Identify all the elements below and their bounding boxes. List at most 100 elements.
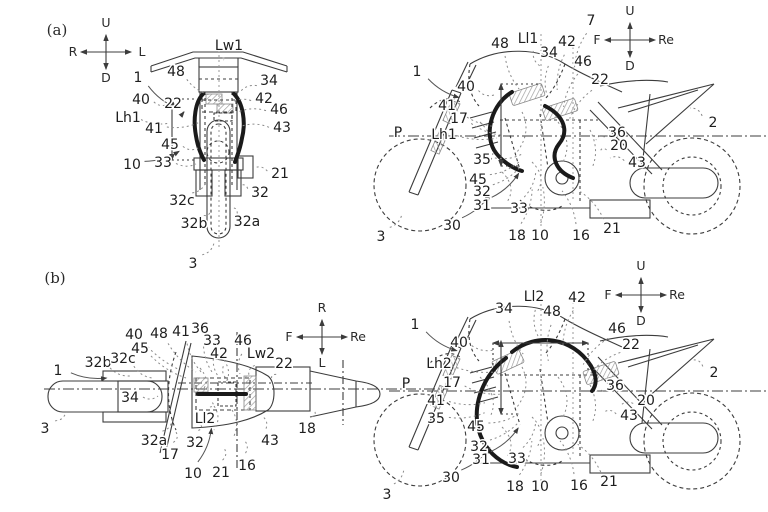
ref-label-32c: 32c [110, 351, 136, 367]
compass-letter-D: D [625, 58, 635, 73]
leader-line [142, 395, 159, 400]
leader-line [562, 310, 574, 345]
leader-line [389, 213, 403, 228]
leader-line [172, 431, 178, 443]
leader-line [70, 372, 108, 382]
ref-label-34: 34 [495, 301, 513, 317]
compass-letter-U: U [625, 3, 634, 18]
leader-line [425, 331, 458, 352]
leader-line [212, 353, 219, 377]
side-view-b-overlay [474, 338, 620, 469]
leader-line [271, 373, 277, 381]
dimension-ticks [172, 98, 196, 161]
ref-label-42: 42 [255, 91, 273, 107]
ref-label-21: 21 [600, 474, 618, 490]
ref-label-21: 21 [212, 465, 230, 481]
dimension-ticks [492, 343, 589, 415]
ref-label-34: 34 [540, 45, 558, 61]
ref-label-2: 2 [709, 115, 718, 131]
leader-line [595, 135, 605, 141]
leader-line [689, 107, 703, 117]
leader-line [241, 123, 270, 128]
side-view-a-overlay [487, 82, 579, 180]
panel-tag-b: (b) [44, 269, 65, 287]
ref-label-17: 17 [443, 375, 461, 391]
main-harness-top-arc [510, 338, 598, 393]
ref-label-10: 10 [531, 479, 549, 495]
ref-label-46: 46 [270, 102, 288, 118]
ref-label-Ll2: Ll2 [524, 289, 545, 305]
ref-label-16: 16 [238, 458, 256, 474]
ref-label-32: 32 [251, 185, 269, 201]
leader-line [133, 365, 153, 379]
ref-label-42: 42 [210, 346, 228, 362]
leader-line [109, 367, 131, 377]
leader-line [203, 209, 211, 217]
ref-label-1: 1 [413, 64, 422, 80]
leader-line [619, 401, 634, 407]
leader-line [691, 359, 704, 367]
ref-label-1: 1 [54, 363, 63, 379]
compass-letter-R: R [318, 300, 327, 315]
leader-line [456, 135, 498, 140]
leader-line [393, 467, 405, 485]
ref-label-10: 10 [184, 466, 202, 482]
ref-label-22: 22 [591, 72, 609, 88]
leader-line [461, 447, 491, 471]
ref-label-48: 48 [491, 36, 509, 52]
ref-label-40: 40 [450, 335, 468, 351]
leader-line [491, 172, 520, 198]
ref-label-21: 21 [603, 221, 621, 237]
fork-legs [199, 92, 238, 190]
leader-line [231, 98, 252, 104]
dimension-ticks [501, 83, 541, 167]
ref-label-1: 1 [134, 70, 143, 86]
leader-line [451, 365, 495, 373]
leader-line [488, 412, 520, 424]
leader-line [178, 111, 185, 118]
ref-label-32: 32 [186, 435, 204, 451]
compass-letter-R: R [69, 44, 78, 59]
leader-line [198, 423, 203, 431]
leader-line [461, 194, 491, 219]
ref-label-40: 40 [125, 327, 143, 343]
ref-label-36: 36 [606, 378, 624, 394]
leader-line [221, 57, 225, 61]
ref-label-18: 18 [506, 479, 524, 495]
leader-line [243, 439, 248, 454]
compass-letter-U: U [636, 258, 645, 273]
leader-line [186, 78, 211, 96]
compass-letter-F: F [593, 32, 600, 47]
ref-label-P: P [402, 376, 410, 392]
ref-label-Lh2: Lh2 [426, 356, 452, 372]
leader-line [559, 440, 575, 475]
leader-line [162, 419, 173, 432]
ref-label-46: 46 [234, 333, 252, 349]
ref-label-17: 17 [450, 111, 468, 127]
top-view-b-drawing [44, 332, 448, 470]
ref-label-2: 2 [710, 365, 719, 381]
leader-line [580, 191, 605, 220]
compass-letter-L: L [139, 44, 146, 59]
leader-line [222, 447, 227, 461]
ref-label-43: 43 [273, 120, 291, 136]
leader-line [490, 427, 519, 452]
ref-label-10: 10 [531, 228, 549, 244]
ref-label-3: 3 [189, 256, 198, 272]
harness-hose-left [192, 92, 206, 162]
leader-line [494, 153, 524, 160]
leader-line [261, 415, 268, 429]
ref-label-46: 46 [608, 321, 626, 337]
leader-line [182, 145, 199, 151]
leader-line [144, 150, 180, 162]
ref-label-32a: 32a [234, 214, 260, 230]
leader-line [143, 342, 181, 371]
leader-line [448, 412, 485, 419]
ref-label-18: 18 [508, 228, 526, 244]
leader-line [492, 165, 522, 186]
ref-label-41: 41 [145, 121, 163, 137]
ref-label-32c: 32c [169, 193, 195, 209]
ref-label-42: 42 [558, 34, 576, 50]
